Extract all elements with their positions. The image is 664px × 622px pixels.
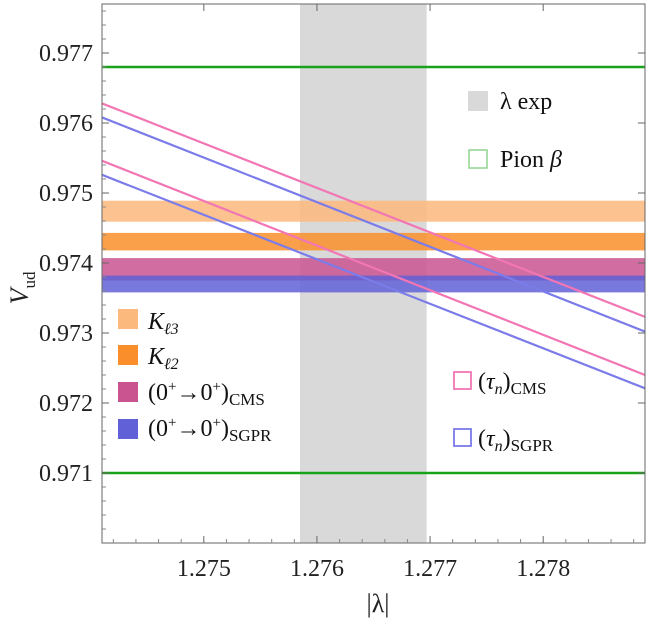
- legend-swatch-kl2: [118, 345, 138, 365]
- legend-swatch-pion-beta: [468, 149, 488, 169]
- legend-pion-beta: Pion β: [468, 147, 562, 173]
- plot-area: [102, 4, 645, 543]
- y-axis-title-main: V: [5, 285, 34, 304]
- legend-kl3: Kℓ3: [118, 309, 179, 338]
- tau-line-0-0: [102, 102, 645, 318]
- legend-swatch-tau-sgpr: [453, 428, 472, 447]
- y-tick-label: 0.975: [39, 181, 93, 207]
- y-tick-label: 0.977: [39, 41, 93, 67]
- y-tick-label: 0.971: [39, 461, 93, 487]
- legend-swatch-tau-cms: [453, 371, 472, 390]
- legend-swatch-sgpr-superallowed: [118, 419, 138, 439]
- y-axis-title-sub: ud: [20, 271, 39, 289]
- band-3: [102, 275, 645, 293]
- tau-n-lines: [102, 102, 645, 390]
- y-axis-title: Vud: [5, 271, 39, 304]
- pion-beta-lines: [102, 65, 645, 475]
- legend-label-pion-beta: Pion β: [500, 147, 562, 173]
- legend-swatch-cms-superallowed: [118, 382, 138, 402]
- y-tick-label: 0.974: [39, 251, 93, 277]
- x-tick-label: 1.276: [290, 556, 344, 582]
- legend-lambda-exp: λ exp: [468, 89, 552, 115]
- x-tick-label: 1.278: [516, 556, 570, 582]
- legend-label-kl2: Kℓ2: [147, 344, 179, 373]
- legend-label-tau-cms: (τn)CMS: [478, 369, 547, 398]
- legend-tau-sgpr: (τn)SGPR: [453, 426, 554, 455]
- legend-label-kl3: Kℓ3: [147, 309, 179, 338]
- y-tick-label: 0.972: [39, 391, 93, 417]
- y-axis-ticks: 0.971 0.972 0.973 0.974 0.975 0.976 0.977: [39, 10, 645, 530]
- legend-cms-superallowed: (0+→0+)CMS: [118, 379, 265, 409]
- x-tick-label: 1.277: [403, 556, 457, 582]
- legend-swatch-lambda-exp: [468, 91, 488, 111]
- tau-line-1-0: [102, 116, 645, 333]
- legend-label-tau-sgpr: (τn)SGPR: [478, 426, 554, 455]
- plot-frame: [101, 3, 646, 544]
- tau-line-1-1: [102, 173, 645, 390]
- legend-swatch-kl3: [118, 309, 138, 329]
- band-1: [102, 232, 645, 251]
- horizontal-bands: [102, 200, 645, 293]
- legend-label-sgpr-superallowed: (0+→0+)SGPR: [148, 415, 272, 445]
- y-tick-label: 0.976: [39, 111, 93, 137]
- legend-label-lambda-exp: λ exp: [500, 89, 552, 115]
- x-axis-ticks: 1.275 1.276 1.277 1.278: [112, 4, 635, 582]
- x-axis-title: |λ|: [366, 589, 389, 618]
- legend-tau-cms: (τn)CMS: [453, 369, 547, 398]
- legend-kl2: Kℓ2: [118, 344, 179, 373]
- legend-label-cms-superallowed: (0+→0+)CMS: [148, 379, 265, 409]
- y-tick-label: 0.973: [39, 321, 93, 347]
- tau-line-0-1: [102, 159, 645, 377]
- x-tick-label: 1.275: [177, 556, 231, 582]
- legend-sgpr-superallowed: (0+→0+)SGPR: [118, 415, 272, 445]
